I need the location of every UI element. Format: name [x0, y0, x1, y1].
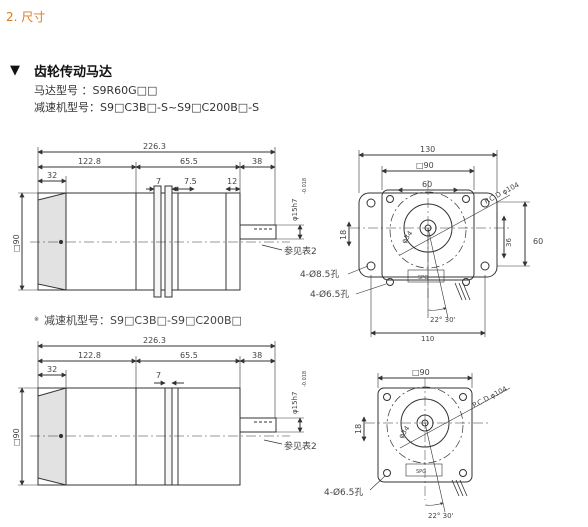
- dim-front-60-right: 60: [533, 237, 543, 246]
- reducer-model-line: 减速机型号：S9□C3B□-S~S9□C200B□-S: [34, 101, 260, 114]
- key-reference-label: 参见表2: [284, 245, 317, 257]
- dim-overall-label: 226.3: [143, 142, 166, 151]
- b-dim-7: 7: [156, 371, 161, 380]
- b-hole-br: [459, 469, 467, 477]
- label-plate-text: SPG: [418, 275, 428, 281]
- dim-shaft-tolerance: -0.018: [302, 178, 308, 194]
- top-hole-tl: [366, 198, 376, 208]
- middle-reducer-line: 减速机型号：S9□C3B□-S9□C200B□: [44, 313, 242, 327]
- top-wires: [454, 282, 471, 301]
- top-screw-tl: [386, 195, 394, 203]
- top-screw-bl: [386, 278, 394, 286]
- b-hole-6-5-label: 4-Ø6.5孔: [324, 487, 363, 498]
- b-angle-label: 22° 30': [428, 512, 454, 520]
- page-title: 齿轮传动马达: [34, 65, 113, 80]
- bottom-center-mark: [58, 433, 64, 439]
- bottom-side-labels: 226.3 122.8 65.5 38 32 7 □90 φ15h7 -0.01…: [12, 336, 317, 452]
- dim-32: 32: [47, 171, 57, 180]
- b-label-plate-text: SPG: [416, 469, 426, 475]
- top-hole-bl: [366, 261, 376, 271]
- top-label-plate: [407, 269, 445, 283]
- motor-model-line: 马达型号 ：S9R60G□□: [34, 84, 158, 97]
- top-output-shaft: [239, 224, 277, 240]
- b-wires: [451, 479, 468, 497]
- top-pcd-leader: [399, 194, 511, 256]
- b-dim-front-square-90: □90: [412, 368, 430, 377]
- dim-7: 7: [156, 177, 161, 186]
- b-label-plate: [405, 463, 443, 477]
- top-hole-br: [480, 261, 490, 271]
- hole-6-5-label: 4-Ø6.5孔: [310, 289, 349, 300]
- dim-7-5: 7.5: [184, 177, 197, 186]
- dim-motor-length: 122.8: [78, 157, 101, 166]
- dim-front-36: 36: [505, 238, 513, 247]
- dim-bottom-110: 110: [421, 335, 434, 343]
- dim-width-130: 130: [420, 145, 435, 154]
- b-hole-tr: [459, 393, 467, 401]
- b-key-reference-label: 参见表2: [284, 440, 317, 452]
- bottom-flange: [164, 387, 173, 486]
- b-dim-square-90: □90: [12, 428, 21, 446]
- bottom-output-shaft: [239, 417, 277, 433]
- b-dim-shaft-tolerance: -0.018: [302, 371, 308, 387]
- b-dim-overall-label: 226.3: [143, 336, 166, 345]
- bottom-front-view: [361, 373, 511, 513]
- top-side-labels: 226.3 122.8 65.5 38 32 7 7.5 12 □90 φ15h…: [12, 142, 317, 257]
- angle-label: 22° 30': [430, 316, 456, 324]
- title-row: ▼ 齿轮传动马达: [10, 61, 112, 80]
- b-dim-motor-length: 122.8: [78, 351, 101, 360]
- b-dim-front-18: 18: [354, 424, 363, 434]
- b-pcd-label: P.C.D φ104: [471, 385, 509, 410]
- top-screw-tr: [462, 195, 470, 203]
- top-flange-left: [153, 185, 162, 298]
- hole-8-5-label: 4-Ø8.5孔: [300, 269, 339, 280]
- b-dim-32: 32: [47, 365, 57, 374]
- bottom-side-view: [18, 341, 304, 486]
- top-flange-right: [164, 185, 173, 298]
- bottom-gear-housing: [135, 387, 241, 486]
- dim-front-60-top: 60: [422, 180, 432, 189]
- b-hole-bl: [383, 469, 391, 477]
- b-dim-gear-length: 65.5: [180, 351, 198, 360]
- middle-marker: ※: [34, 316, 39, 323]
- dim-front-18: 18: [339, 230, 348, 240]
- b-dim-shaft-length: 38: [252, 351, 262, 360]
- dim-shaft-length: 38: [252, 157, 262, 166]
- b-hole-tl: [383, 393, 391, 401]
- top-side-view: [18, 147, 304, 298]
- top-front-view: [346, 150, 530, 337]
- collapse-arrow-icon[interactable]: ▼: [10, 63, 20, 78]
- top-screw-br: [462, 278, 470, 286]
- dim-square-90: □90: [12, 234, 21, 252]
- section-heading: 2. 尺寸: [6, 10, 46, 24]
- dim-12: 12: [227, 177, 237, 186]
- top-hole-tr: [480, 198, 490, 208]
- top-gear-housing: [135, 192, 241, 291]
- dim-shaft-diameter: φ15h7: [291, 199, 299, 221]
- dim-gear-length: 65.5: [180, 157, 198, 166]
- top-center-mark: [58, 239, 64, 245]
- b-dim-shaft-diameter: φ15h7: [291, 392, 299, 414]
- dim-front-square-90: □90: [416, 161, 434, 170]
